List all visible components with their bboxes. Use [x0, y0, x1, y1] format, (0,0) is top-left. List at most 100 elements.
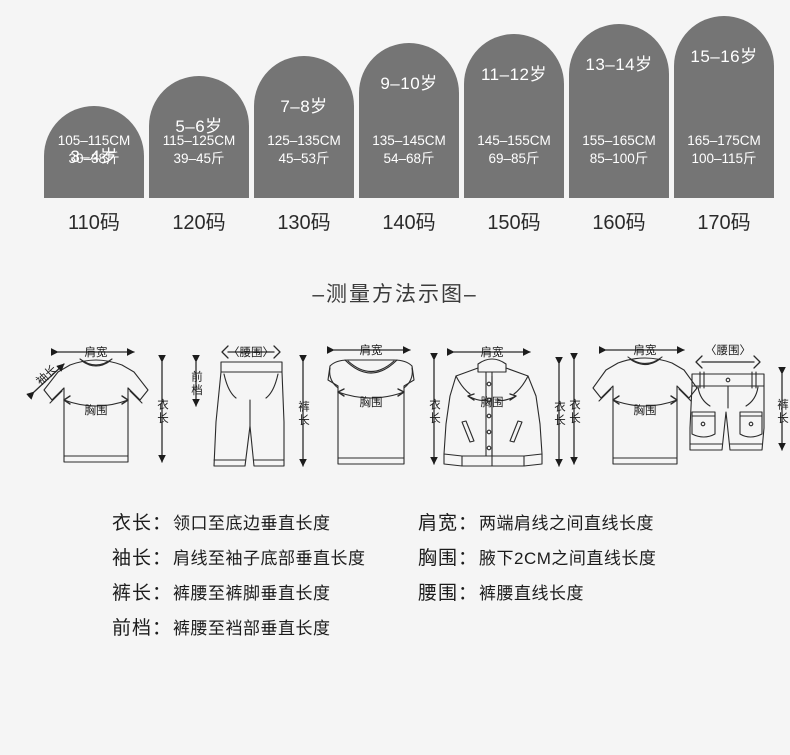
size-bar-measurements: 155–165CM 85–100斤 — [569, 132, 669, 168]
label-tank-shoulder: 肩宽 — [360, 343, 383, 357]
size-bar-height: 135–145CM — [372, 133, 446, 148]
legend-row: 肩宽：两端肩线之间直线长度 — [418, 508, 656, 543]
size-bar-age: 13–14岁 — [585, 55, 653, 74]
label-tshirt-shoulder: 肩宽 — [85, 345, 108, 359]
legend-term: 胸围 — [418, 548, 459, 569]
size-bar-weight: 45–53斤 — [278, 151, 330, 166]
size-bar-code: 120码 — [172, 212, 226, 234]
size-bar-code: 170码 — [697, 212, 751, 234]
size-bar: 11–12岁 145–155CM 69–85斤 150码 — [464, 34, 564, 234]
legend-column-right: 肩宽：两端肩线之间直线长度胸围：腋下2CM之间直线长度腰围：裤腰直线长度 — [418, 508, 656, 613]
label-pants-rise: 前档 — [190, 370, 203, 398]
legend-description: 领口至底边垂直长度 — [173, 514, 331, 533]
size-bar-measurements: 105–115CM 30–38斤 — [44, 132, 144, 168]
size-bar-height: 155–165CM — [582, 133, 656, 148]
label-tshirt-chest: 胸围 — [85, 403, 108, 417]
size-bar-weight: 100–115斤 — [691, 151, 757, 166]
label-jacket-shoulder: 肩宽 — [481, 345, 504, 359]
legend-row: 腰围：裤腰直线长度 — [418, 578, 656, 613]
size-bar-measurements: 135–145CM 54–68斤 — [359, 132, 459, 168]
label-jacket-chest: 胸围 — [481, 395, 504, 409]
size-bar-height: 125–135CM — [267, 133, 341, 148]
legend-separator: ： — [152, 618, 172, 639]
size-bar-code: 110码 — [68, 212, 120, 234]
legend-separator: ： — [152, 548, 172, 569]
size-bar-measurements: 145–155CM 69–85斤 — [464, 132, 564, 168]
measurement-diagrams: 肩宽 袖长 胸围 衣长 〈腰围〉 前档 裤长 肩宽 胸围 衣长 肩宽 胸围 衣长… — [0, 330, 790, 495]
size-bar: 7–8岁 125–135CM 45–53斤 130码 — [254, 56, 354, 234]
diagram-pants — [192, 345, 307, 467]
diagram-tshirt — [26, 348, 166, 463]
size-bar-weight: 69–85斤 — [488, 151, 540, 166]
size-bar-height: 115–125CM — [162, 133, 236, 148]
diagram-shirt — [570, 346, 698, 465]
size-bar-age: 7–8岁 — [280, 97, 328, 116]
legend-row: 衣长：领口至底边垂直长度 — [112, 508, 366, 543]
size-bar-column: 11–12岁 145–155CM 69–85斤 150码 — [464, 34, 564, 234]
size-bar-weight: 54–68斤 — [383, 151, 435, 166]
label-shorts-waist: 〈腰围〉 — [705, 344, 751, 357]
legend-row: 裤长：裤腰至裤脚垂直长度 — [112, 578, 366, 613]
label-shirt-length: 衣长 — [568, 398, 581, 426]
size-bar-weight: 39–45斤 — [173, 151, 225, 166]
size-bar-height: 105–115CM — [57, 133, 131, 148]
label-pants-length: 裤长 — [297, 400, 310, 428]
legend-term: 肩宽 — [418, 513, 459, 534]
legend-term: 裤长 — [112, 583, 153, 604]
size-bar-code: 160码 — [592, 212, 646, 234]
legend-row: 胸围：腋下2CM之间直线长度 — [418, 543, 656, 578]
label-shirt-shoulder: 肩宽 — [634, 343, 657, 357]
legend-description: 裤腰至裆部垂直长度 — [173, 619, 331, 638]
label-pants-waist: 〈腰围〉 — [228, 346, 274, 359]
legend-separator: ： — [458, 583, 478, 604]
legend-term: 袖长 — [112, 548, 153, 569]
legend-term: 腰围 — [418, 583, 459, 604]
diagram-shorts — [689, 355, 786, 451]
label-shirt-chest: 胸围 — [634, 403, 657, 417]
label-shorts-length: 裤长 — [776, 398, 789, 426]
size-bar-weight: 85–100斤 — [589, 151, 649, 166]
size-bar-column: 13–14岁 155–165CM 85–100斤 160码 — [569, 24, 669, 234]
label-tshirt-sleeve: 袖长 — [33, 362, 60, 388]
legend-description: 肩线至袖子底部垂直长度 — [173, 549, 366, 568]
legend-term: 前档 — [112, 618, 153, 639]
size-bar-weight: 30–38斤 — [68, 151, 120, 166]
size-bar-code: 130码 — [277, 212, 331, 234]
size-bar: 15–16岁 165–175CM 100–115斤 170码 — [674, 16, 774, 234]
size-bar-height: 165–175CM — [687, 133, 761, 148]
legend-description: 裤腰直线长度 — [479, 584, 585, 603]
legend-row: 袖长：肩线至袖子底部垂直长度 — [112, 543, 366, 578]
section-title: –测量方法示图– — [312, 283, 478, 306]
size-bar-column: 15–16岁 165–175CM 100–115斤 170码 — [674, 16, 774, 234]
legend-row: 前档：裤腰至裆部垂直长度 — [112, 613, 366, 648]
size-bar-column: 7–8岁 125–135CM 45–53斤 130码 — [254, 56, 354, 234]
size-bar-age: 3–4岁 — [70, 147, 118, 166]
size-bar-age: 11–12岁 — [480, 65, 547, 84]
label-tshirt-length: 衣长 — [156, 398, 169, 426]
size-bar-code: 150码 — [487, 212, 541, 234]
label-jacket-length: 衣长 — [553, 400, 566, 428]
size-bar-code: 140码 — [382, 212, 436, 234]
legend-separator: ： — [458, 513, 478, 534]
size-bar-height: 145–155CM — [477, 133, 551, 148]
label-tank-length: 衣长 — [428, 398, 441, 426]
legend-separator: ： — [458, 548, 478, 569]
label-tank-chest: 胸围 — [360, 395, 383, 409]
size-bar-measurements: 125–135CM 45–53斤 — [254, 132, 354, 168]
legend-separator: ： — [152, 513, 172, 534]
legend-column-left: 衣长：领口至底边垂直长度袖长：肩线至袖子底部垂直长度裤长：裤腰至裤脚垂直长度前档… — [112, 508, 366, 648]
size-bar-age: 15–16岁 — [690, 47, 758, 66]
size-bar: 13–14岁 155–165CM 85–100斤 160码 — [569, 24, 669, 234]
legend-term: 衣长 — [112, 513, 153, 534]
diagram-jacket — [443, 348, 563, 467]
size-bar-measurements: 165–175CM 100–115斤 — [674, 132, 774, 168]
legend-description: 腋下2CM之间直线长度 — [479, 549, 657, 568]
diagram-tank — [326, 346, 438, 465]
